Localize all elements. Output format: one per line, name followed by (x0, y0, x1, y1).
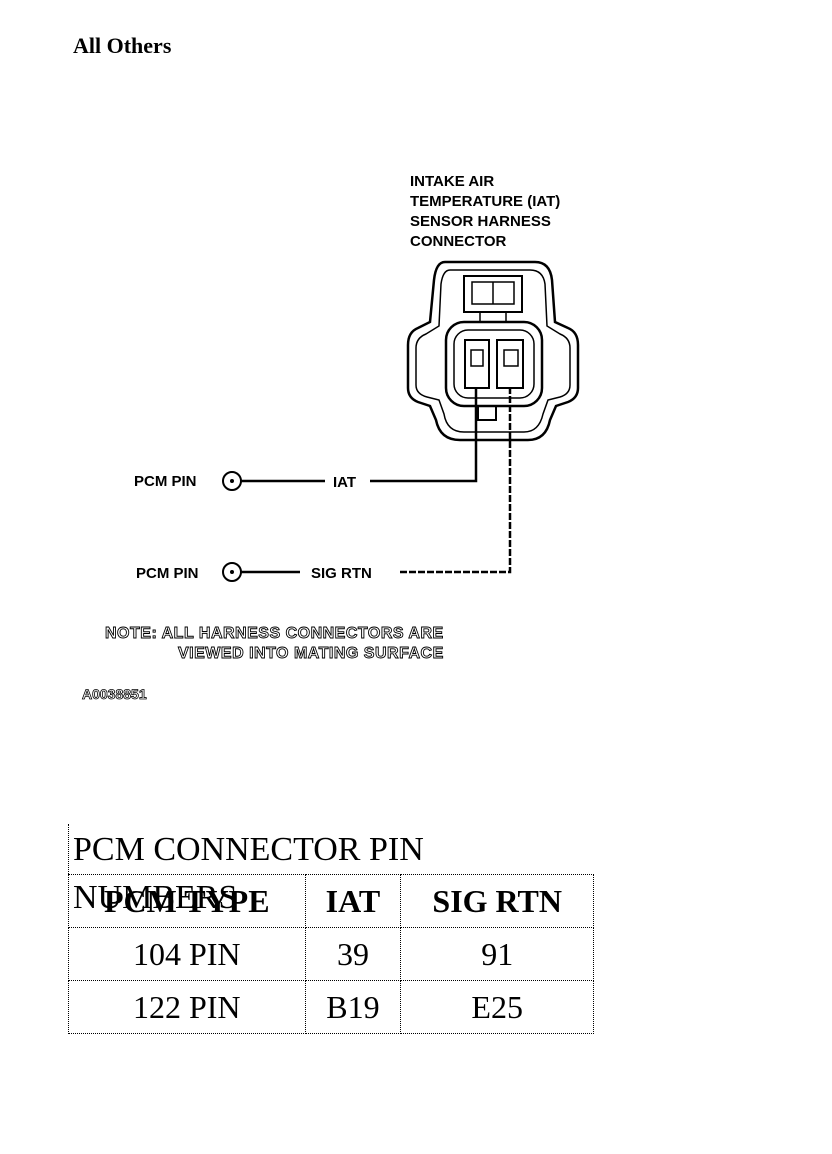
table-row: 122 PIN B19 E25 (68, 980, 594, 1034)
note-line-2: VIEWED INTO MATING SURFACE (178, 645, 444, 662)
cell-iat: B19 (304, 980, 402, 1034)
cell-sig-rtn: E25 (400, 980, 594, 1034)
iat-connector-shape (406, 260, 580, 442)
connector-label-line-3: SENSOR HARNESS (410, 213, 551, 230)
pcm-pin-label-iat: PCM PIN (134, 473, 197, 490)
iat-connector-diagram: INTAKE AIR TEMPERATURE (IAT) SENSOR HARN… (82, 173, 580, 702)
page-heading: All Others (73, 33, 172, 58)
sig-rtn-wire: PCM PIN SIG RTN (136, 388, 512, 582)
note-line-1: NOTE: ALL HARNESS CONNECTORS ARE (105, 625, 444, 642)
wire-signal-label-iat: IAT (333, 474, 356, 491)
table-row: 104 PIN 39 91 (68, 927, 594, 981)
table-title: PCM CONNECTOR PIN NUMBERS (68, 824, 594, 916)
wire-signal-label-sig-rtn: SIG RTN (311, 565, 372, 582)
cell-pcm-type: 104 PIN (68, 927, 306, 981)
pcm-pin-table: PCM CONNECTOR PIN NUMBERS PCM TYPE IAT S… (68, 824, 594, 1034)
figure-id: A0038851 (82, 686, 147, 702)
cell-pcm-type: 122 PIN (68, 980, 306, 1034)
column-header-sig-rtn: SIG RTN (400, 874, 594, 928)
connector-label-line-4: CONNECTOR (410, 233, 507, 250)
connector-label-line-2: TEMPERATURE (IAT) (410, 193, 560, 210)
table-header-row: PCM TYPE IAT SIG RTN (68, 874, 594, 928)
connector-label-line-1: INTAKE AIR (410, 173, 494, 190)
column-header-pcm-type: PCM TYPE (68, 874, 306, 928)
cell-iat: 39 (304, 927, 402, 981)
column-header-iat: IAT (304, 874, 402, 928)
cell-sig-rtn: 91 (400, 927, 594, 981)
iat-wire: PCM PIN IAT (134, 388, 478, 491)
pcm-pin-label-sig-rtn: PCM PIN (136, 565, 199, 582)
